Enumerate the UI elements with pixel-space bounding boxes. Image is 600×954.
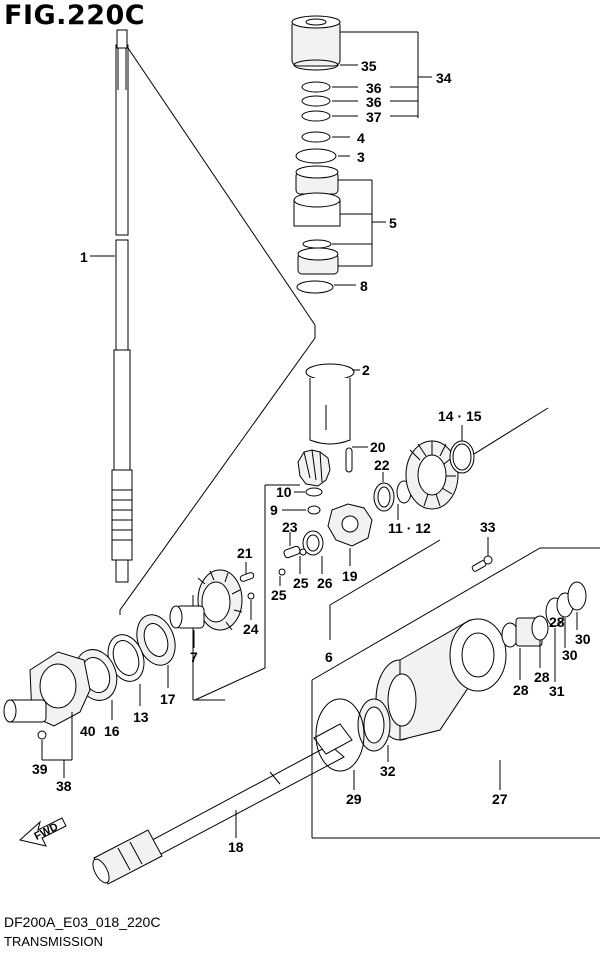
callout-37: 37 — [366, 109, 382, 125]
callout-5: 5 — [389, 215, 397, 231]
propeller-shaft-housing — [3, 651, 91, 740]
bolt — [471, 555, 493, 572]
callout-25-lower: 25 — [271, 587, 287, 603]
callout-18: 18 — [228, 839, 244, 855]
diagram-code: DF200A_E03_018_220C — [4, 914, 161, 930]
forward-gear — [405, 440, 459, 510]
pinion-gear — [297, 447, 353, 487]
sleeve — [305, 363, 355, 445]
callout-8: 8 — [360, 278, 368, 294]
callout-1: 1 — [80, 249, 88, 265]
callout-19: 19 — [342, 568, 358, 584]
callout-23: 23 — [282, 519, 298, 535]
reverse-gear — [169, 569, 243, 631]
fwd-label: FWD — [32, 821, 60, 843]
callout-31: 31 — [549, 683, 565, 699]
callout-35: 35 — [361, 58, 377, 74]
callout-39: 39 — [32, 761, 48, 777]
upper-bearing-stack — [291, 15, 341, 294]
figure-title: FIG.220C — [4, 0, 146, 31]
callout-10: 10 — [276, 484, 292, 500]
spring-pin — [278, 545, 307, 576]
callout-27: 27 — [492, 791, 508, 807]
callout-32: 32 — [380, 763, 396, 779]
callout-28-right: 28 — [549, 614, 565, 630]
callout-25-upper: 25 — [293, 575, 309, 591]
callout-11-12: 11 · 12 — [388, 520, 431, 536]
drive-shaft — [111, 29, 133, 583]
callout-9: 9 — [270, 502, 278, 518]
callout-22: 22 — [374, 457, 390, 473]
callout-4: 4 — [357, 130, 365, 146]
callout-2: 2 — [362, 362, 370, 378]
callout-33: 33 — [480, 519, 496, 535]
callout-20: 20 — [370, 439, 386, 455]
callout-29: 29 — [346, 791, 362, 807]
callout-16: 16 — [104, 723, 120, 739]
callout-7: 7 — [190, 649, 198, 665]
callout-6: 6 — [325, 649, 333, 665]
clutch-dog — [327, 503, 373, 547]
gear-case-cap — [375, 618, 507, 741]
propeller-shaft — [92, 723, 353, 885]
callout-40: 40 — [80, 723, 96, 739]
callout-36-upper: 36 — [366, 80, 382, 96]
callout-13: 13 — [133, 709, 149, 725]
callout-30-right: 30 — [575, 631, 591, 647]
callout-34: 34 — [436, 70, 452, 86]
diagram-name: TRANSMISSION — [4, 934, 103, 949]
callout-36-lower: 36 — [366, 94, 382, 110]
callout-14-15: 14 · 15 — [438, 408, 482, 424]
callout-30-left: 30 — [562, 647, 578, 663]
callout-21: 21 — [237, 545, 253, 561]
callout-24: 24 — [243, 621, 259, 637]
callout-3: 3 — [357, 149, 365, 165]
callout-28-mid: 28 — [534, 669, 550, 685]
callout-28-left: 28 — [513, 682, 529, 698]
forward-direction-arrow — [18, 817, 67, 847]
callout-38: 38 — [56, 778, 72, 794]
callout-26: 26 — [317, 575, 333, 591]
callout-17: 17 — [160, 691, 176, 707]
